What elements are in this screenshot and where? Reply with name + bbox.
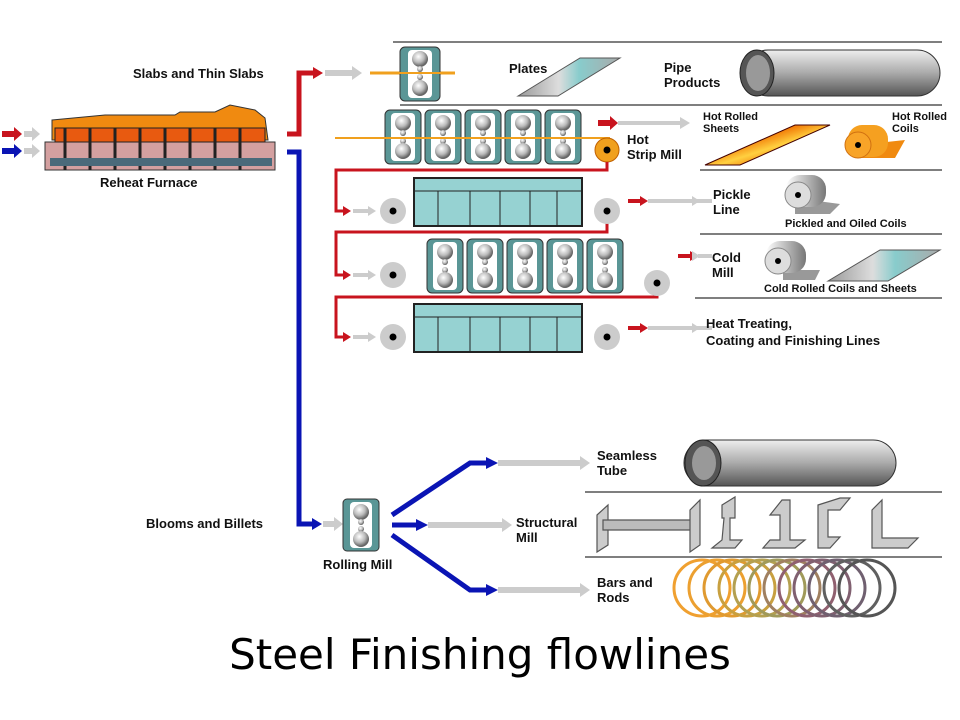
hot-strip-mill-label-1: Hot bbox=[627, 132, 649, 147]
seamless-tube-icon bbox=[683, 439, 897, 487]
cold-rolled-coil-icon bbox=[764, 241, 820, 280]
hot-rolled-sheets-label-2: Sheets bbox=[703, 123, 740, 135]
heat-treating-label-2: Coating and Finishing Lines bbox=[706, 333, 881, 348]
bars-rods-label-1: Bars and bbox=[597, 575, 653, 590]
arrow-icon bbox=[368, 206, 376, 216]
rod-coil-ring bbox=[702, 558, 762, 618]
roller-icon bbox=[380, 324, 406, 350]
hot-rolled-coil-icon bbox=[844, 125, 905, 159]
arrow-icon bbox=[343, 332, 351, 342]
arrow-icon bbox=[640, 196, 648, 206]
roller-icon bbox=[380, 262, 406, 288]
seamless-tube-label-2: Tube bbox=[597, 463, 628, 478]
pipe-products-label-2: Products bbox=[664, 75, 721, 90]
pickle-line-label-1: Pickle bbox=[713, 187, 751, 202]
arrow-icon bbox=[368, 270, 376, 280]
rod-coil-ring bbox=[717, 558, 777, 618]
slabs-label: Slabs and Thin Slabs bbox=[133, 66, 264, 81]
bars-rods-label-2: Rods bbox=[597, 590, 630, 605]
pipe-icon bbox=[739, 49, 941, 97]
pickle-line-label-2: Line bbox=[713, 202, 740, 217]
arrow-icon bbox=[692, 196, 700, 206]
input-arrows bbox=[2, 127, 40, 158]
rod-coil-ring bbox=[777, 558, 837, 618]
heat-treating-label-1: Heat Treating, bbox=[706, 316, 792, 331]
rod-coil-ring bbox=[837, 558, 897, 618]
structural-shapes-icon bbox=[596, 495, 920, 554]
rod-coil-ring bbox=[687, 558, 747, 618]
rod-coil-ring bbox=[807, 558, 867, 618]
structural-mill-label-2: Mill bbox=[516, 530, 538, 545]
rod-coil-ring bbox=[822, 558, 882, 618]
pickled-oiled-coils-label: Pickled and Oiled Coils bbox=[785, 218, 907, 230]
seamless-tube-label-1: Seamless bbox=[597, 448, 657, 463]
hot-strip-mill-stand bbox=[544, 109, 582, 165]
pickle-tank-icon bbox=[413, 177, 583, 227]
arrow-icon bbox=[692, 323, 700, 333]
rod-coil-ring bbox=[747, 558, 807, 618]
cold-rolled-sheet-icon bbox=[826, 249, 942, 282]
cold-mill-stand bbox=[546, 238, 584, 294]
blooms-billets-label: Blooms and Billets bbox=[146, 516, 264, 531]
reheat-furnace-icon bbox=[44, 104, 276, 171]
cold-rolled-label: Cold Rolled Coils and Sheets bbox=[764, 283, 917, 295]
roller-icon bbox=[594, 324, 620, 350]
arrow-icon bbox=[692, 251, 700, 261]
hot-rolled-sheets-label-1: Hot Rolled bbox=[703, 111, 758, 123]
arrow-icon bbox=[368, 332, 376, 342]
separator-lines bbox=[393, 41, 942, 558]
cold-mill-stands-icon bbox=[426, 238, 624, 294]
arrow-icon bbox=[640, 323, 648, 333]
roller-icons bbox=[380, 198, 670, 350]
roller-icon bbox=[380, 198, 406, 224]
cold-mill-label-1: Cold bbox=[712, 250, 741, 265]
cold-mill-stand bbox=[466, 238, 504, 294]
reheat-furnace-label: Reheat Furnace bbox=[100, 175, 198, 190]
rod-coil-ring bbox=[732, 558, 792, 618]
plate-icon bbox=[516, 57, 622, 97]
hot-rolled-coils-label-1: Hot Rolled bbox=[892, 111, 947, 123]
rolling-mill-stand-icon bbox=[342, 498, 380, 552]
hot-strip-mill-label-2: Strip Mill bbox=[627, 147, 682, 162]
roller-icon bbox=[594, 198, 620, 224]
heat-treat-tank-icon bbox=[413, 303, 583, 353]
cold-mill-stand bbox=[426, 238, 464, 294]
hot-rolled-sheet-icon bbox=[704, 124, 831, 166]
cold-mill-label-2: Mill bbox=[712, 265, 734, 280]
bars-rods-coils-icon bbox=[672, 558, 897, 618]
page-title: Steel Finishing flowlines bbox=[229, 630, 731, 679]
line-input-arrows bbox=[343, 206, 376, 342]
hot-rolled-coils-label-2: Coils bbox=[892, 123, 919, 135]
rod-coil-ring bbox=[792, 558, 852, 618]
roller-icon bbox=[644, 270, 670, 296]
pipe-products-label-1: Pipe bbox=[664, 60, 692, 75]
arrow-icon bbox=[343, 206, 351, 216]
rod-coil-ring bbox=[672, 558, 732, 618]
cold-mill-stand bbox=[586, 238, 624, 294]
slab-flow-path bbox=[287, 70, 315, 137]
structural-mill-label-1: Structural bbox=[516, 515, 578, 530]
arrow-icon bbox=[343, 270, 351, 280]
billet-branch-paths bbox=[390, 460, 488, 593]
pickled-coil-icon bbox=[784, 175, 840, 214]
rod-coil-ring bbox=[762, 558, 822, 618]
output-arrows bbox=[628, 196, 712, 333]
cold-mill-stand bbox=[506, 238, 544, 294]
rolling-mill-label: Rolling Mill bbox=[323, 557, 393, 572]
plates-label: Plates bbox=[509, 61, 548, 76]
